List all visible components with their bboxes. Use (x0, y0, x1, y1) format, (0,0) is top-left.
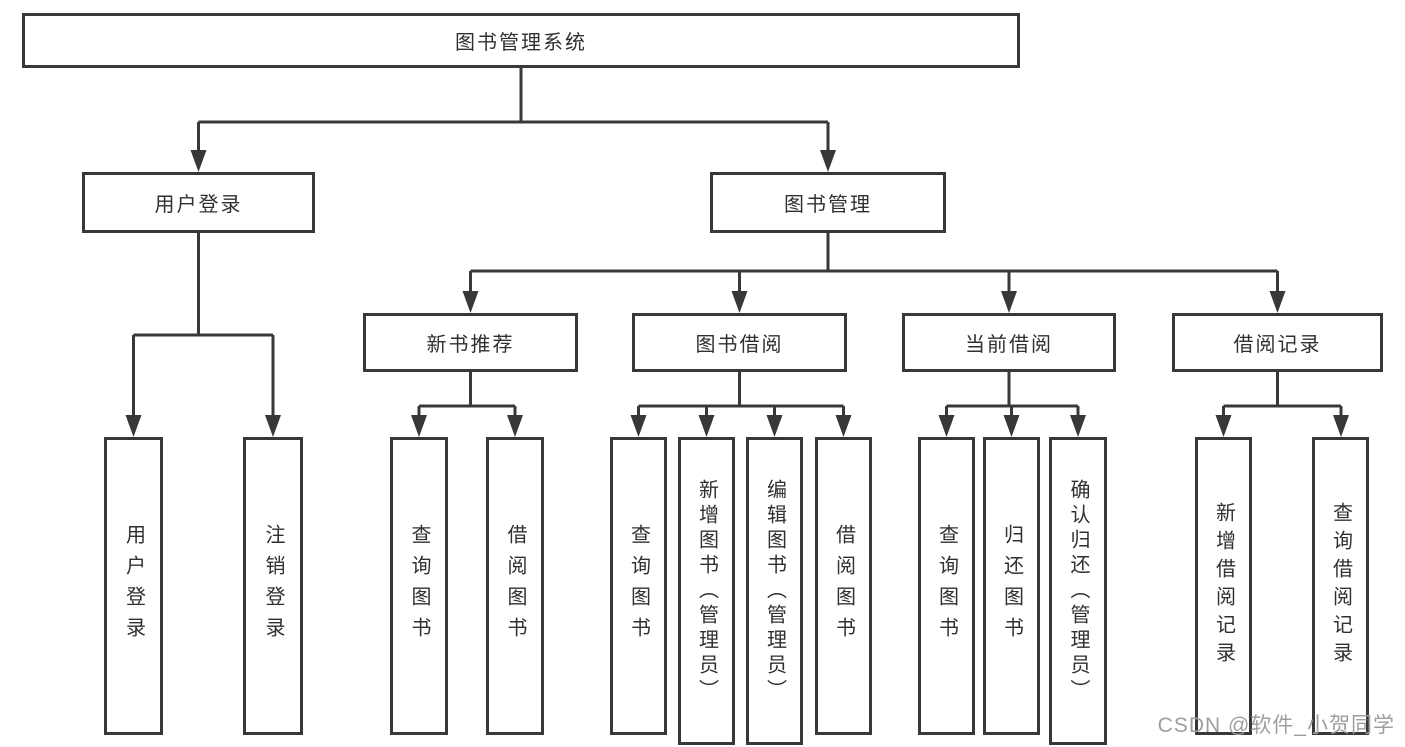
node-root: 图书管理系统 (22, 13, 1020, 68)
node-user-login-label: 用户登录 (154, 194, 243, 216)
leaf-current-confirm-admin: 确认归还（管理员） (1049, 437, 1107, 745)
leaf-borrow-borrow-label: 借阅图书 (832, 524, 855, 648)
leaf-current-return: 归还图书 (983, 437, 1040, 735)
leaf-user-login-label: 用户登录 (122, 524, 145, 648)
leaf-current-query-label: 查询图书 (935, 524, 958, 648)
leaf-current-return-label: 归还图书 (1000, 524, 1023, 648)
node-book-borrow-label: 图书借阅 (695, 334, 784, 356)
leaf-current-query: 查询图书 (918, 437, 975, 735)
leaf-borrow-add-admin-label: 新增图书（管理员） (695, 478, 718, 704)
node-current-borrow-label: 当前借阅 (965, 334, 1053, 356)
node-book-borrow: 图书借阅 (632, 313, 847, 372)
leaf-newbook-borrow: 借阅图书 (486, 437, 544, 735)
leaf-user-login: 用户登录 (104, 437, 163, 735)
leaf-borrow-edit-admin-label: 编辑图书（管理员） (763, 478, 786, 704)
arrowheads (125, 150, 1349, 437)
leaf-newbook-borrow-label: 借阅图书 (504, 524, 526, 648)
leaf-logout-label: 注销登录 (262, 524, 284, 648)
node-borrow-record-label: 借阅记录 (1233, 334, 1322, 356)
node-borrow-record: 借阅记录 (1172, 313, 1383, 372)
node-new-book-recommend: 新书推荐 (363, 313, 578, 372)
node-book-management: 图书管理 (710, 172, 946, 233)
leaf-newbook-query-label: 查询图书 (408, 524, 430, 648)
node-user-login: 用户登录 (82, 172, 315, 233)
leaf-borrow-query-label: 查询图书 (627, 524, 650, 648)
node-new-book-recommend-label: 新书推荐 (426, 334, 515, 356)
leaf-record-add-label: 新增借阅记录 (1212, 502, 1235, 670)
leaf-record-add: 新增借阅记录 (1195, 437, 1252, 735)
leaf-logout: 注销登录 (243, 437, 303, 735)
leaf-record-query: 查询借阅记录 (1312, 437, 1369, 735)
leaf-borrow-query: 查询图书 (610, 437, 667, 735)
leaf-record-query-label: 查询借阅记录 (1329, 502, 1352, 670)
node-book-management-label: 图书管理 (784, 194, 872, 216)
node-root-label: 图书管理系统 (455, 32, 587, 54)
leaf-borrow-add-admin: 新增图书（管理员） (678, 437, 735, 745)
node-current-borrow: 当前借阅 (902, 313, 1116, 372)
leaf-current-confirm-admin-label: 确认归还（管理员） (1067, 478, 1089, 704)
watermark: CSDN @软件_小贺同学 (1157, 714, 1395, 737)
leaf-borrow-edit-admin: 编辑图书（管理员） (746, 437, 803, 745)
leaf-newbook-query: 查询图书 (390, 437, 448, 735)
leaf-borrow-borrow: 借阅图书 (815, 437, 872, 735)
